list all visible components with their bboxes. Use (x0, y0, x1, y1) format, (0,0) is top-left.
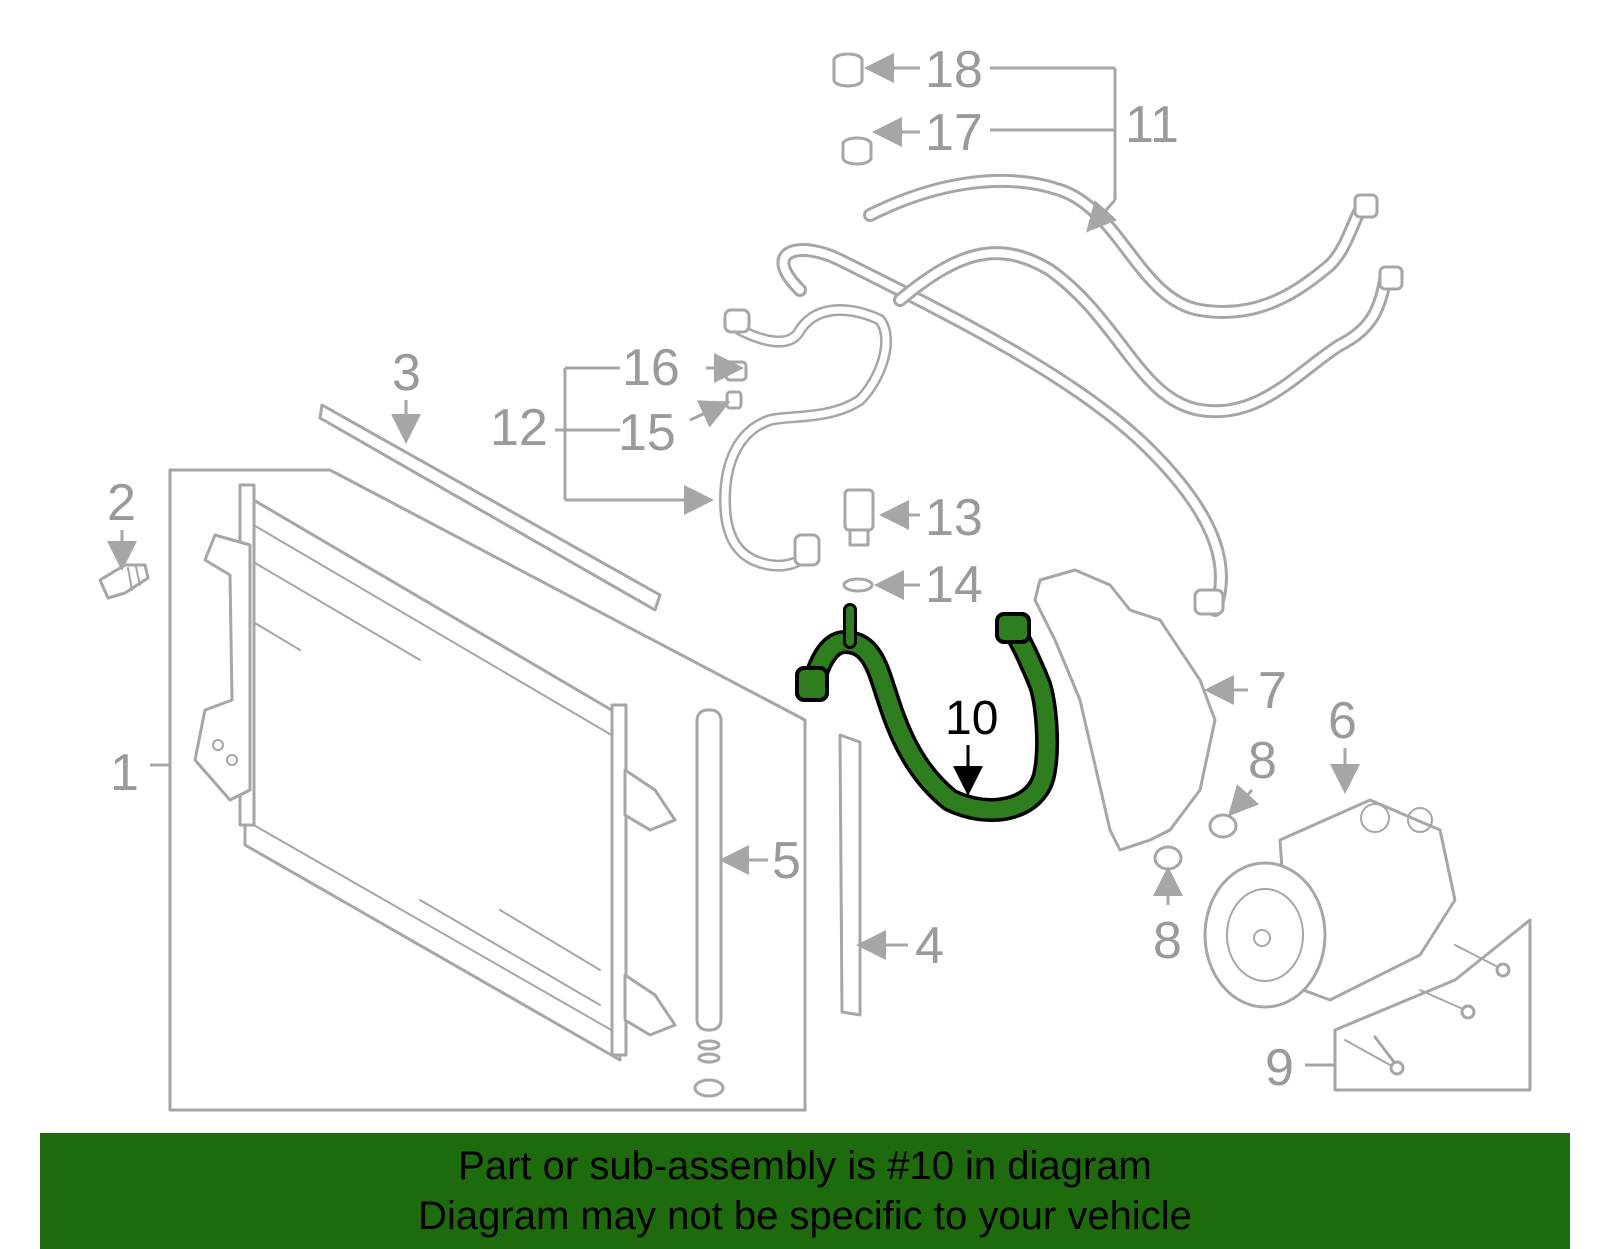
valve-part-15[interactable] (725, 390, 743, 410)
sleeve-part-8-upper[interactable] (1208, 813, 1238, 839)
seal-strip-part-3[interactable] (318, 403, 662, 612)
callout-12: 12 (490, 399, 548, 457)
callout-3: 3 (392, 344, 421, 402)
condenser-assembly[interactable] (168, 468, 807, 1112)
refrigerant-lines-part-11[interactable] (776, 173, 1404, 617)
pressure-switch-part-13[interactable] (843, 488, 875, 547)
callout-16: 16 (622, 339, 680, 397)
callout-8-lower: 8 (1153, 912, 1182, 970)
cap-part-17[interactable] (841, 136, 873, 166)
callout-15: 15 (618, 404, 676, 462)
callout-1: 1 (110, 744, 139, 802)
bolt-part-2[interactable] (98, 563, 150, 600)
refrigerant-lines-part-12[interactable] (719, 304, 893, 572)
banner-line-part-info: Part or sub-assembly is #10 in diagram (458, 1144, 1152, 1188)
callout-9: 9 (1265, 1039, 1294, 1097)
info-banner: Part or sub-assembly is #10 in diagram D… (40, 1133, 1570, 1249)
callout-4: 4 (915, 917, 944, 975)
callout-13: 13 (925, 489, 983, 547)
highlighted-hose-part-10[interactable] (795, 603, 1060, 822)
callout-6: 6 (1328, 692, 1357, 750)
seal-strip-part-4[interactable] (838, 733, 862, 1017)
callout-11: 11 (1125, 96, 1179, 154)
callout-8-upper: 8 (1248, 732, 1277, 790)
callout-labels: 1 2 3 4 5 6 7 8 8 9 10 11 12 13 14 15 16… (107, 41, 1357, 1097)
compressor-bracket-part-7[interactable] (1033, 568, 1217, 852)
compressor-part-6[interactable] (1203, 798, 1457, 1009)
sleeve-part-8-lower[interactable] (1153, 845, 1183, 871)
leader-lines (107, 53, 1360, 1067)
callout-14: 14 (925, 556, 983, 614)
callout-5: 5 (772, 832, 801, 890)
callout-10: 10 (945, 692, 998, 745)
banner-line-disclaimer: Diagram may not be specific to your vehi… (418, 1194, 1192, 1238)
callout-18: 18 (925, 41, 983, 99)
cap-part-18[interactable] (832, 52, 864, 88)
bolts-part-9[interactable] (1333, 918, 1532, 1092)
receiver-drier-part-5[interactable] (693, 708, 725, 1098)
callout-7: 7 (1258, 662, 1287, 720)
cap-part-16[interactable] (724, 360, 748, 382)
callout-17: 17 (925, 104, 983, 162)
o-ring-part-14[interactable] (842, 577, 874, 593)
callout-2: 2 (107, 474, 136, 532)
